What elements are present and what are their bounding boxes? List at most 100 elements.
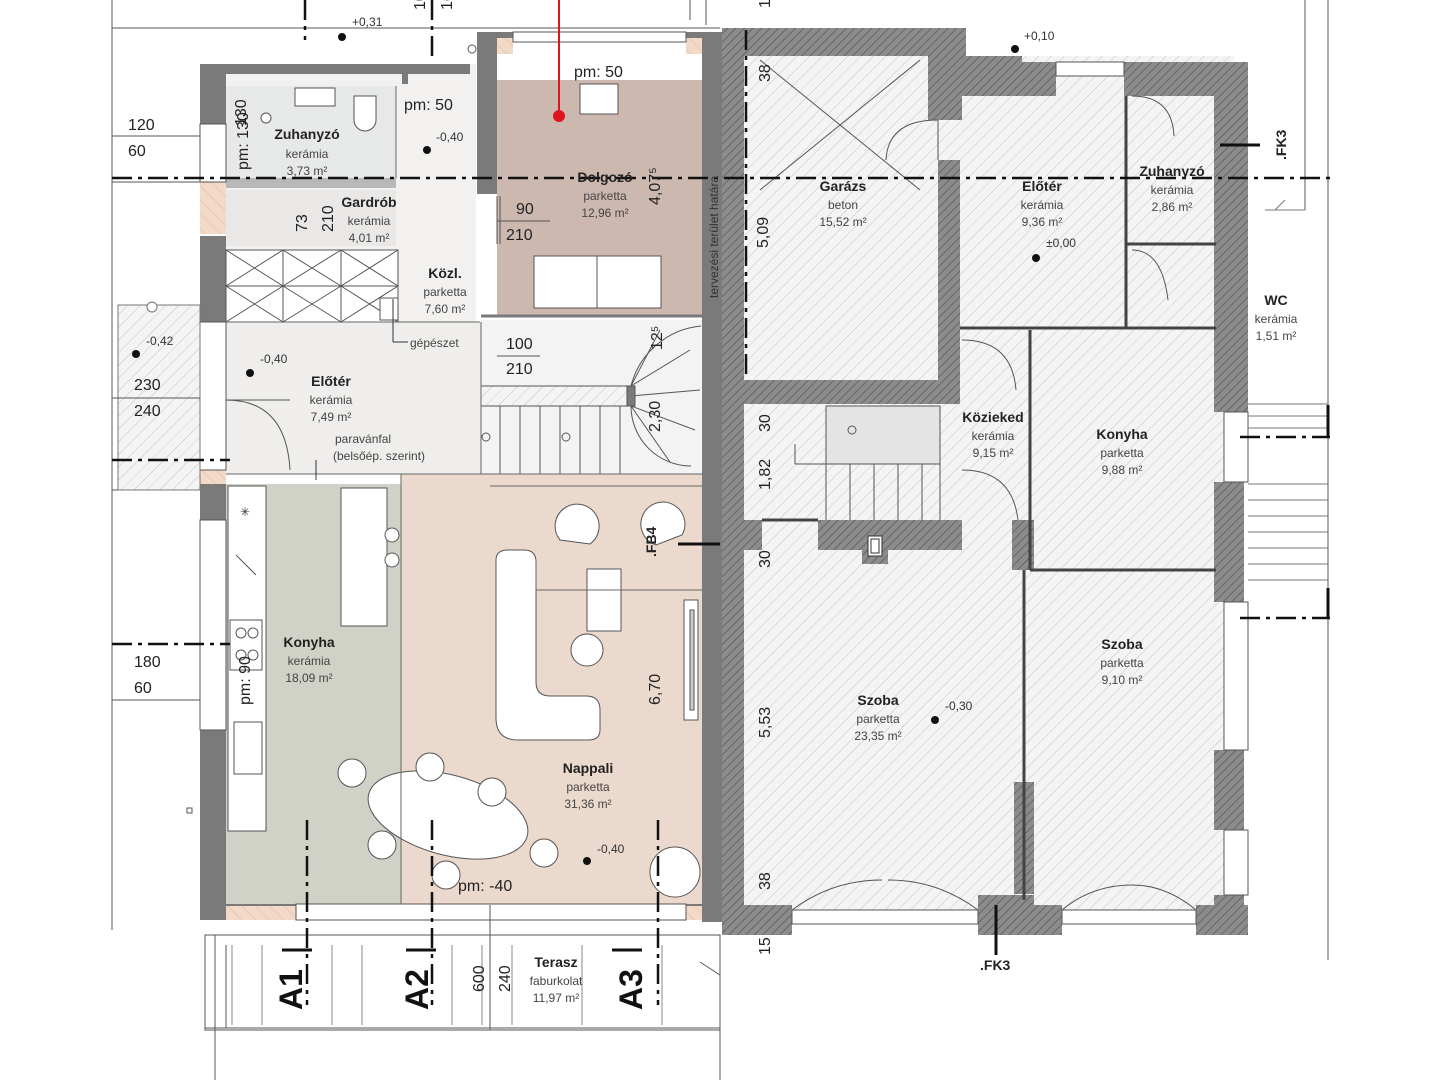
note-gepeszet: gépészet bbox=[410, 336, 459, 350]
room-gardrob: Gardrób kerámia 4,01 m² bbox=[341, 194, 396, 245]
dim-value: 4,07⁵ bbox=[647, 167, 664, 205]
room-area: 7,49 m² bbox=[311, 410, 352, 424]
level-value: -0,30 bbox=[945, 699, 973, 713]
note-fk3: .FK3 bbox=[980, 957, 1011, 973]
marker-circle bbox=[847, 425, 857, 435]
dolgozo-top bbox=[497, 52, 702, 80]
dim-value: 240 bbox=[134, 403, 161, 420]
room-name: Garázs bbox=[820, 178, 867, 194]
room-dolgozo: Dolgozó parketta 12,96 m² bbox=[577, 169, 632, 220]
note-pm130: pm: 130 bbox=[235, 112, 252, 170]
note-fk3: .FK3 bbox=[1273, 129, 1289, 160]
dim-value: 2,30 bbox=[647, 401, 664, 432]
insulation-2 bbox=[200, 470, 226, 484]
note-pm50: pm: 50 bbox=[574, 64, 623, 81]
marker-square bbox=[186, 807, 193, 814]
note-pm90: pm: 90 bbox=[237, 656, 254, 705]
room-name: Előtér bbox=[311, 373, 351, 389]
level-value: -0,40 bbox=[436, 130, 464, 144]
room-wc: WC kerámia 1,51 m² bbox=[1255, 292, 1298, 343]
room-material: kerámia bbox=[288, 654, 331, 668]
section-lines bbox=[112, 0, 1330, 1005]
level-value: +0,31 bbox=[352, 15, 383, 29]
room-area: 1,51 m² bbox=[1256, 329, 1297, 343]
room-material: parketta bbox=[423, 285, 467, 299]
dim-value: 600 bbox=[471, 965, 488, 992]
dim-value: 10 bbox=[412, 0, 429, 10]
dim-value: 38 bbox=[757, 64, 774, 82]
note-pm50: pm: 50 bbox=[404, 97, 453, 114]
room-name: Dolgozó bbox=[577, 169, 632, 185]
insulation-4 bbox=[686, 906, 702, 920]
room-area: 7,60 m² bbox=[425, 302, 466, 316]
dimensions: 120 60 73 210 90 210 100 210 4,07⁵ 12⁵ 2… bbox=[112, 0, 774, 1030]
room-area: 9,15 m² bbox=[973, 446, 1014, 460]
hall-fill-2 bbox=[226, 322, 481, 474]
dim-value: 130 bbox=[233, 99, 250, 126]
insulation-1 bbox=[200, 182, 226, 234]
dim-value: 120 bbox=[128, 117, 155, 134]
dim-value: 210 bbox=[506, 227, 533, 244]
room-area: 11,97 m² bbox=[533, 991, 579, 1005]
note-boundary: tervezési terület határa bbox=[707, 176, 721, 298]
room-kozl: Közl. parketta 7,60 m² bbox=[423, 265, 467, 316]
dim-value: 1,82 bbox=[757, 459, 774, 490]
dim-value: 38 bbox=[757, 872, 774, 890]
room-material: kerámia bbox=[348, 214, 391, 228]
room-area: 23,35 m² bbox=[854, 729, 901, 743]
axis-labels: A1 A2 A3 bbox=[273, 969, 649, 1010]
room-area: 15,52 m² bbox=[819, 215, 866, 229]
dim-value: 90 bbox=[516, 201, 534, 218]
room-garazs: Garázs beton 15,52 m² bbox=[819, 178, 866, 229]
room-name: Konyha bbox=[283, 634, 335, 650]
room-area: 4,01 m² bbox=[349, 231, 390, 245]
level-markers bbox=[132, 33, 1040, 865]
room-name: Nappali bbox=[563, 760, 614, 776]
snowflake-icon: ✳ bbox=[240, 505, 250, 519]
marker-circle bbox=[481, 432, 491, 442]
bath-fixtures bbox=[260, 87, 377, 132]
level-value: -0,42 bbox=[146, 334, 174, 348]
right-doors bbox=[759, 59, 1197, 911]
dim-value: 5,09 bbox=[755, 217, 772, 248]
side-balcony bbox=[117, 301, 201, 491]
note-pm40: pm: -40 bbox=[458, 878, 512, 895]
outdoor-steps bbox=[1248, 199, 1328, 581]
living-furniture bbox=[337, 501, 701, 898]
room-area: 9,36 m² bbox=[1022, 215, 1063, 229]
room-material: kerámia bbox=[1255, 312, 1298, 326]
dim-value: 16 bbox=[439, 0, 456, 10]
room-name: Közl. bbox=[428, 265, 461, 281]
dim-value: 100 bbox=[506, 336, 533, 353]
terrace bbox=[204, 934, 721, 1080]
dim-value: 30 bbox=[757, 414, 774, 432]
room-area: 9,88 m² bbox=[1102, 463, 1143, 477]
room-material: kerámia bbox=[310, 393, 353, 407]
room-konyha-right: Konyha parketta 9,88 m² bbox=[1096, 426, 1148, 477]
dim-value: 12⁵ bbox=[649, 326, 666, 350]
levels: +0,31 +0,10 -0,40 -0,40 -0,42 ±0,00 -0,3… bbox=[146, 15, 1076, 856]
axis-label-a1: A1 bbox=[273, 969, 309, 1010]
room-area: 18,09 m² bbox=[285, 671, 332, 685]
room-kozieked: Közieked kerámia 9,15 m² bbox=[962, 409, 1023, 460]
dim-value: 210 bbox=[320, 205, 337, 232]
dim-value: 73 bbox=[294, 214, 311, 232]
dolgozo-furniture bbox=[533, 83, 662, 309]
red-marker-dot bbox=[553, 110, 565, 122]
room-name: Szoba bbox=[857, 692, 898, 708]
axis-label-a2: A2 bbox=[399, 969, 435, 1010]
dim-value: 30 bbox=[757, 550, 774, 568]
terrace-boards bbox=[231, 945, 663, 1025]
room-konyha: Konyha kerámia 18,09 m² bbox=[283, 634, 335, 685]
room-name: Konyha bbox=[1096, 426, 1148, 442]
level-value: -0,40 bbox=[260, 352, 288, 366]
right-stairs bbox=[794, 405, 941, 520]
note-fb4: .FB4 bbox=[643, 526, 659, 557]
room-name: Gardrób bbox=[341, 194, 396, 210]
room-material: kerámia bbox=[286, 147, 329, 161]
room-material: faburkolat bbox=[530, 974, 583, 988]
room-material: kerámia bbox=[1021, 198, 1064, 212]
dim-value: 230 bbox=[134, 377, 161, 394]
room-material: kerámia bbox=[1151, 183, 1194, 197]
room-nappali: Nappali parketta 31,36 m² bbox=[563, 760, 614, 811]
